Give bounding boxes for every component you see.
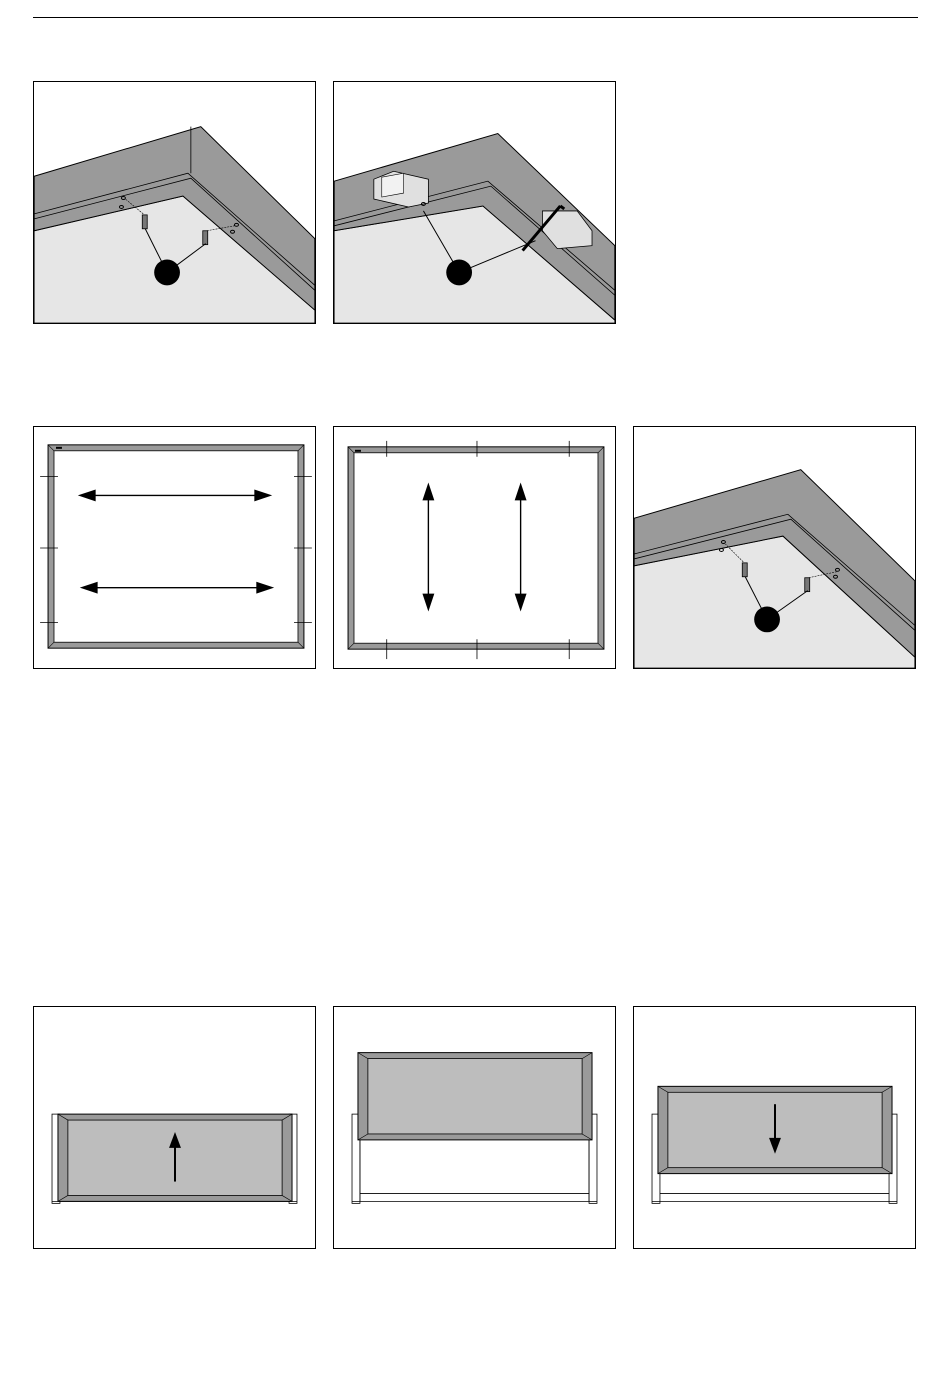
figure-frame-horizontal bbox=[33, 426, 316, 669]
corner-bracket-illustration bbox=[334, 82, 615, 323]
callout-dot bbox=[154, 260, 180, 286]
figure-frame-raised bbox=[333, 1006, 616, 1249]
figure-frame-raise bbox=[33, 1006, 316, 1249]
frame-raise-illustration bbox=[34, 1007, 315, 1248]
frame-raised-illustration bbox=[334, 1007, 615, 1248]
top-rule bbox=[33, 17, 918, 18]
figure-corner-pegs bbox=[33, 81, 316, 324]
figure-frame-vertical bbox=[333, 426, 616, 669]
corner-pegs-illustration bbox=[34, 82, 315, 323]
frame-vertical-illustration bbox=[334, 427, 615, 668]
frame-horizontal-illustration bbox=[34, 427, 315, 668]
frame-lower-illustration bbox=[634, 1007, 915, 1248]
figure-frame-lower bbox=[633, 1006, 916, 1249]
callout-dot bbox=[754, 607, 780, 633]
callout-dot bbox=[446, 260, 472, 286]
corner-pegs-illustration-2 bbox=[634, 427, 915, 668]
figure-corner-bracket bbox=[333, 81, 616, 324]
figure-corner-pegs-2 bbox=[633, 426, 916, 669]
